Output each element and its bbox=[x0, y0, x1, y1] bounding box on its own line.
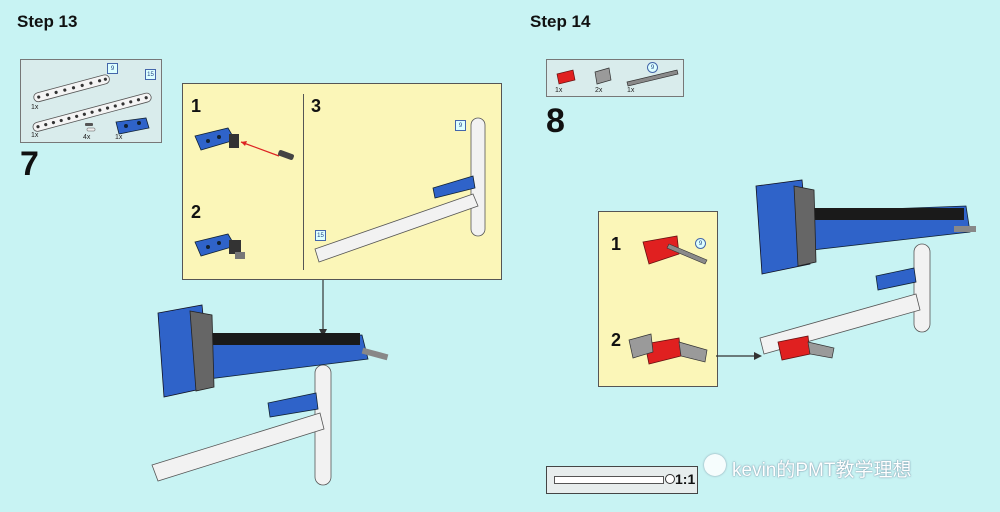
step-14-parts-list: 1x 2x 1x 9 bbox=[546, 59, 684, 97]
part-size-tag: 9 bbox=[695, 238, 706, 249]
white-beam-15-part bbox=[32, 92, 152, 132]
step-14-title: Step 14 bbox=[530, 12, 591, 31]
blue-motor-block bbox=[755, 179, 817, 275]
black-blue-top-arm bbox=[804, 205, 976, 251]
black-blue-top-arm bbox=[200, 333, 389, 380]
grey-axle-part bbox=[626, 69, 679, 87]
step-14-callout: 1 2 9 bbox=[598, 211, 718, 387]
part-size-tag: 15 bbox=[145, 69, 156, 80]
step-14-callout-illustration bbox=[628, 235, 708, 365]
blue-motor-block bbox=[157, 304, 215, 398]
sub-step-number: 2 bbox=[611, 330, 622, 350]
white-vertical-beam bbox=[913, 243, 931, 333]
part-size-tag: 15 bbox=[315, 230, 326, 241]
sub-step-number: 1 bbox=[191, 96, 202, 116]
grey-connector-part bbox=[594, 67, 612, 85]
sub-step-number: 1 bbox=[611, 234, 622, 254]
step-13-title: Step 13 bbox=[17, 12, 78, 31]
step-14-main-assembly bbox=[716, 179, 976, 361]
part-size-tag: 9 bbox=[647, 62, 658, 73]
part-quantity: 1x bbox=[627, 87, 635, 94]
white-beam-9-part bbox=[33, 74, 110, 103]
red-connector-with-axle bbox=[642, 235, 708, 265]
step-13-parts-illustration bbox=[32, 74, 152, 135]
step-13-quantity: 7 bbox=[20, 145, 39, 183]
blue-angle-beam bbox=[194, 127, 239, 151]
scale-ruler: 1:1 bbox=[546, 466, 698, 494]
step-13-main-assembly bbox=[151, 280, 389, 486]
callout-divider bbox=[303, 94, 304, 270]
step-13-parts-list: 9 15 1x 1x 4x 1x bbox=[20, 59, 162, 143]
insert-arrow bbox=[240, 141, 280, 157]
wechat-icon bbox=[704, 454, 726, 476]
pin-parts bbox=[85, 123, 96, 132]
step-13-callout: 1 2 3 9 15 bbox=[182, 83, 502, 280]
part-quantity: 1x bbox=[115, 134, 123, 141]
red-connector-part bbox=[556, 69, 576, 85]
ruler-hole-icon bbox=[665, 474, 675, 484]
part-quantity: 4x bbox=[83, 134, 91, 141]
step-13-callout-illustration bbox=[194, 117, 486, 263]
watermark-text: kevin的PMT教学理想 bbox=[732, 460, 912, 481]
blue-connector bbox=[432, 175, 476, 199]
blue-angle-with-pins bbox=[194, 233, 245, 259]
red-connector-assembly bbox=[777, 335, 835, 361]
sub-step-number: 3 bbox=[311, 96, 322, 116]
sub-step-number: 2 bbox=[191, 202, 202, 222]
red-connector-with-grey-parts bbox=[628, 333, 708, 365]
diagonal-white-beam bbox=[314, 193, 479, 263]
pin-part bbox=[278, 150, 294, 160]
step-14-quantity: 8 bbox=[546, 102, 565, 140]
blue-angle-part bbox=[115, 117, 150, 135]
step-14-parts-illustration bbox=[556, 67, 679, 87]
part-size-tag: 9 bbox=[455, 120, 466, 131]
white-diagonal-beam bbox=[151, 412, 325, 482]
part-quantity: 1x bbox=[555, 87, 563, 94]
scale-label: 1:1 bbox=[675, 471, 696, 487]
blue-small-beam bbox=[875, 267, 917, 291]
part-size-tag: 9 bbox=[107, 63, 118, 74]
part-quantity: 1x bbox=[31, 104, 39, 111]
part-quantity: 1x bbox=[31, 132, 39, 139]
ruler-beam bbox=[554, 476, 664, 484]
blue-small-beam bbox=[267, 392, 319, 418]
part-quantity: 2x bbox=[595, 87, 603, 94]
